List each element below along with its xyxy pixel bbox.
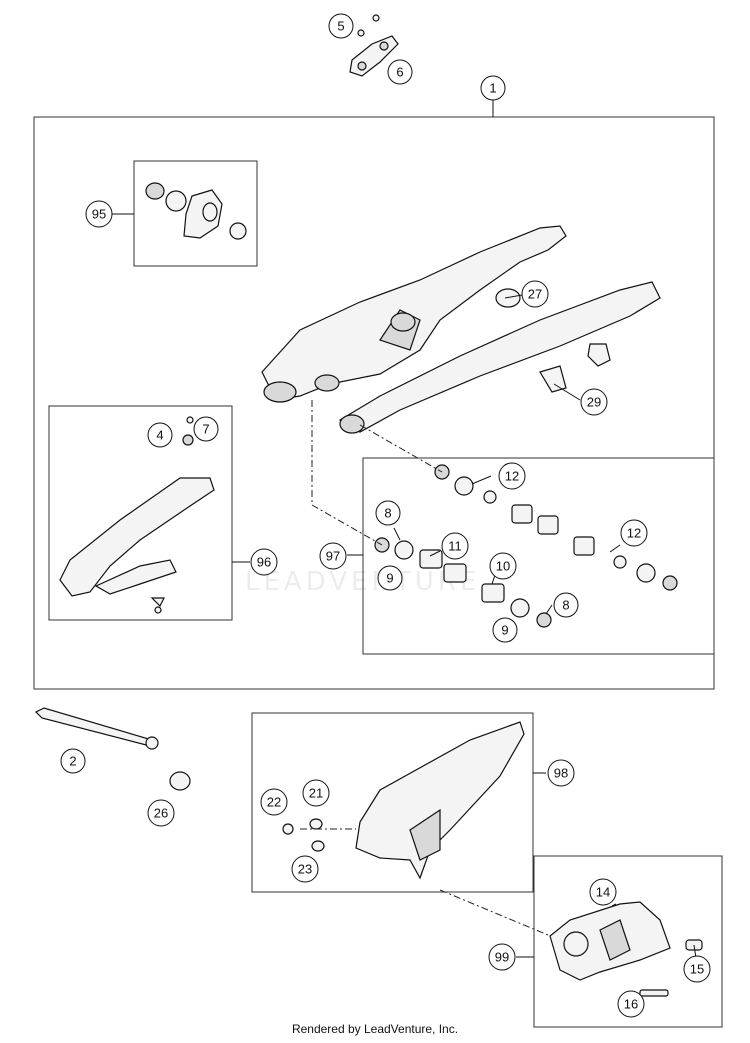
callout-29-label: 29: [587, 395, 601, 410]
callout-21-label: 21: [309, 786, 323, 801]
callout-29[interactable]: 29: [580, 388, 608, 416]
callout-27[interactable]: 27: [521, 280, 549, 308]
callout-11-label: 11: [448, 539, 462, 554]
chain-guard-frame: [251, 712, 534, 893]
pivot-bearing-frame: [362, 457, 715, 655]
callout-23[interactable]: 23: [291, 855, 319, 883]
callout-4[interactable]: 4: [147, 422, 173, 448]
callout-97[interactable]: 97: [319, 542, 347, 570]
swingarm-assembly-frame: [33, 116, 715, 690]
swingarm-part: [261, 225, 661, 434]
callout-26[interactable]: 26: [147, 799, 175, 827]
callout-96-label: 96: [257, 555, 271, 570]
callout-2-label: 2: [69, 754, 76, 769]
callout-98-label: 98: [554, 766, 568, 781]
callout-1[interactable]: 1: [480, 75, 506, 101]
callout-5[interactable]: 5: [328, 13, 354, 39]
callout-12b-label: 12: [627, 526, 641, 541]
callout-15-label: 15: [690, 962, 704, 977]
callout-16-label: 16: [624, 997, 638, 1012]
callout-98[interactable]: 98: [547, 759, 575, 787]
callout-26-label: 26: [154, 806, 168, 821]
callout-22[interactable]: 22: [260, 788, 288, 816]
chain-slider-part: [59, 416, 215, 614]
callout-99[interactable]: 99: [488, 943, 516, 971]
callout-11[interactable]: 11: [441, 532, 469, 560]
callout-1-label: 1: [489, 81, 496, 96]
callout-14-label: 14: [596, 885, 610, 900]
callout-9a-label: 9: [386, 571, 393, 586]
callout-9a[interactable]: 9: [377, 565, 403, 591]
callout-8a[interactable]: 8: [375, 500, 401, 526]
callout-16[interactable]: 16: [617, 990, 645, 1018]
footer-credit: Rendered by LeadVenture, Inc.: [291, 1022, 459, 1036]
callout-2[interactable]: 2: [60, 748, 86, 774]
chain-guard-part: [282, 721, 525, 880]
chain-guide-part: [549, 901, 703, 997]
callout-6-label: 6: [396, 65, 403, 80]
callout-15[interactable]: 15: [683, 955, 711, 983]
callout-5-label: 5: [337, 19, 344, 34]
callout-8b[interactable]: 8: [553, 592, 579, 618]
callout-6[interactable]: 6: [387, 59, 413, 85]
callout-12b[interactable]: 12: [620, 519, 648, 547]
bearing-kit-parts: [145, 182, 247, 240]
callout-7-label: 7: [202, 422, 209, 437]
callout-97-label: 97: [326, 549, 340, 564]
callout-96[interactable]: 96: [250, 548, 278, 576]
callout-12a[interactable]: 12: [498, 462, 526, 490]
clamp-part: [349, 14, 399, 77]
callout-23-label: 23: [298, 862, 312, 877]
watermark: LEADVENTURE: [245, 567, 480, 597]
callout-9b-label: 9: [501, 623, 508, 638]
callout-95[interactable]: 95: [85, 200, 113, 228]
callout-14[interactable]: 14: [589, 878, 617, 906]
callout-9b[interactable]: 9: [492, 617, 518, 643]
callout-8b-label: 8: [562, 598, 569, 613]
chain-slider-frame: [48, 405, 233, 621]
callout-10[interactable]: 10: [489, 552, 517, 580]
axle-part: [34, 707, 191, 791]
callout-27-label: 27: [528, 287, 542, 302]
pivot-bearing-parts: [374, 464, 678, 628]
chain-guide-frame: [533, 855, 723, 1028]
callout-8a-label: 8: [384, 506, 391, 521]
callout-99-label: 99: [495, 950, 509, 965]
callout-7[interactable]: 7: [193, 416, 219, 442]
callout-95-label: 95: [92, 207, 106, 222]
callout-21[interactable]: 21: [302, 779, 330, 807]
callout-12a-label: 12: [505, 469, 519, 484]
callout-4-label: 4: [156, 428, 163, 443]
callout-10-label: 10: [496, 559, 510, 574]
callout-22-label: 22: [267, 795, 281, 810]
